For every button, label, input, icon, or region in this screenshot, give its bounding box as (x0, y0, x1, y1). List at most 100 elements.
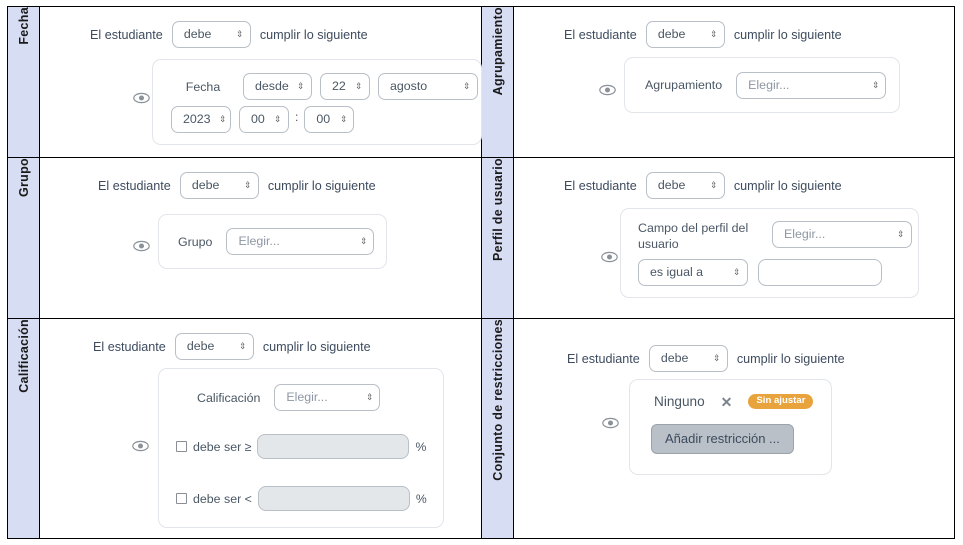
must-select-grupo[interactable]: debe ⇳ (179, 172, 259, 199)
chevron-updown-icon: ⇳ (340, 114, 346, 124)
grouping-select[interactable]: Elegir... ⇳ (736, 71, 887, 99)
restriction-none-label: Ninguno (654, 394, 705, 409)
grade-min-row: debe ser ≥ % (176, 434, 426, 459)
row-header-label: Calificación (16, 319, 31, 393)
cell-perfil: El estudiante debe ⇳ cumplir lo siguient… (513, 157, 955, 319)
eye-icon[interactable] (132, 89, 150, 107)
status-badge: Sin ajustar (748, 394, 814, 409)
student-suffix-label: cumplir lo siguiente (736, 351, 845, 366)
student-prefix-label: El estudiante (567, 351, 640, 366)
profile-operator-row: es igual a ⇳ (638, 259, 882, 286)
student-suffix-label: cumplir lo siguiente (262, 339, 371, 354)
eye-icon-svg (132, 240, 150, 252)
add-restriction-button[interactable]: Añadir restricción ... (651, 424, 794, 454)
row-header-label: Fecha (16, 7, 31, 45)
grade-max-input[interactable] (257, 486, 410, 511)
must-select-value: debe (657, 178, 686, 193)
student-condition-line-calificacion: El estudiante debe ⇳ cumplir lo siguient… (93, 333, 481, 360)
chevron-updown-icon: ⇳ (710, 180, 717, 190)
profile-field-row: Campo del perfil del usuario Elegir... ⇳ (638, 221, 912, 253)
chevron-updown-icon: ⇳ (713, 353, 720, 363)
must-select-value: debe (186, 339, 215, 354)
must-select-agrupamiento[interactable]: debe ⇳ (645, 21, 725, 48)
eye-icon[interactable] (132, 237, 150, 255)
date-year-select[interactable]: 2023 ⇳ (171, 106, 231, 133)
restriction-set-panel: Ninguno ✕ Sin ajustar Añadir restricción… (629, 379, 832, 475)
time-separator: : (295, 109, 299, 124)
group-panel: Grupo Elegir... ⇳ (158, 214, 387, 269)
eye-icon-svg (598, 84, 616, 96)
date-month-select[interactable]: agosto ⇳ (378, 73, 478, 100)
table-row: Grupo El estudiante debe ⇳ cumplir lo si… (7, 157, 955, 319)
student-suffix-label: cumplir lo siguiente (259, 27, 368, 42)
date-direction-select[interactable]: desde ⇳ (243, 73, 312, 100)
grade-min-input[interactable] (257, 434, 410, 459)
grade-min-checkbox[interactable] (176, 441, 187, 452)
grade-select-value: Elegir... (286, 390, 328, 405)
profile-field-select[interactable]: Elegir... ⇳ (772, 221, 912, 248)
eye-icon[interactable] (131, 437, 149, 455)
row-header-label: Grupo (16, 158, 31, 197)
must-select-value: debe (660, 351, 689, 366)
student-prefix-label: El estudiante (93, 339, 166, 354)
date-hour-select[interactable]: 00 ⇳ (239, 106, 289, 133)
grouping-label: Agrupamiento (645, 78, 723, 92)
grade-max-row: debe ser < % (176, 486, 427, 511)
date-year-value: 2023 (183, 112, 211, 127)
date-row-secondary: 2023 ⇳ 00 ⇳ : 00 ⇳ (171, 106, 355, 133)
grade-max-checkbox[interactable] (176, 493, 187, 504)
row-header-perfil: Perfil de usuario (481, 157, 514, 319)
chevron-updown-icon: ⇳ (872, 79, 878, 90)
date-hour-value: 00 (251, 112, 265, 127)
must-select-perfil[interactable]: debe ⇳ (645, 172, 725, 199)
date-month-value: agosto (390, 79, 428, 94)
student-suffix-label: cumplir lo siguiente (733, 178, 842, 193)
row-header-calificacion: Calificación (7, 318, 40, 539)
profile-value-input[interactable] (758, 259, 882, 286)
date-row-primary: Fecha desde ⇳ 22 ⇳ agosto ⇳ (171, 73, 478, 100)
date-day-value: 22 (332, 79, 346, 94)
profile-operator-select[interactable]: es igual a ⇳ (638, 259, 748, 286)
chevron-updown-icon: ⇳ (244, 180, 251, 190)
group-select[interactable]: Elegir... ⇳ (226, 228, 375, 255)
cell-fecha: El estudiante debe ⇳ cumplir lo siguient… (39, 6, 482, 158)
row-header-fecha: Fecha (7, 6, 40, 158)
grouping-select-value: Elegir... (748, 77, 790, 92)
close-icon[interactable]: ✕ (720, 393, 733, 410)
cell-agrupamiento: El estudiante debe ⇳ cumplir lo siguient… (513, 6, 955, 158)
date-minute-value: 00 (316, 112, 331, 127)
date-day-select[interactable]: 22 ⇳ (320, 73, 370, 100)
row-header-label: Perfil de usuario (490, 158, 505, 262)
table-row: Fecha El estudiante debe ⇳ cumplir lo si… (7, 6, 955, 158)
profile-operator-value: es igual a (650, 265, 704, 280)
restriction-none-row: Ninguno ✕ Sin ajustar (654, 393, 814, 410)
grade-select[interactable]: Elegir... ⇳ (274, 384, 381, 411)
group-select-value: Elegir... (238, 234, 280, 249)
eye-icon[interactable] (601, 414, 619, 432)
must-select-value: debe (657, 27, 686, 42)
eye-icon[interactable] (598, 81, 616, 99)
must-select-value: debe (191, 178, 220, 193)
date-minute-select[interactable]: 00 ⇳ (304, 106, 355, 133)
date-direction-value: desde (255, 79, 289, 94)
chevron-updown-icon: ⇳ (463, 81, 470, 91)
profile-field-select-value: Elegir... (784, 227, 826, 242)
must-select-fecha[interactable]: debe ⇳ (171, 21, 251, 48)
chevron-updown-icon: ⇳ (733, 267, 740, 277)
must-select-conjunto[interactable]: debe ⇳ (648, 345, 728, 372)
student-suffix-label: cumplir lo siguiente (733, 27, 842, 42)
student-condition-line-fecha: El estudiante debe ⇳ cumplir lo siguient… (90, 21, 481, 48)
grade-min-label: debe ser ≥ (193, 439, 252, 454)
chevron-updown-icon: ⇳ (297, 81, 304, 91)
chevron-updown-icon: ⇳ (236, 29, 243, 39)
must-select-calificacion[interactable]: debe ⇳ (174, 333, 254, 360)
row-header-agrupamiento: Agrupamiento (481, 6, 514, 158)
grade-min-percent: % (415, 439, 427, 454)
eye-icon[interactable] (600, 248, 618, 266)
restrictions-table: Fecha El estudiante debe ⇳ cumplir lo si… (7, 6, 955, 539)
chevron-updown-icon: ⇳ (355, 81, 362, 91)
chevron-updown-icon: ⇳ (274, 114, 281, 124)
eye-icon-svg (131, 440, 149, 452)
cell-grupo: El estudiante debe ⇳ cumplir lo siguient… (39, 157, 482, 319)
